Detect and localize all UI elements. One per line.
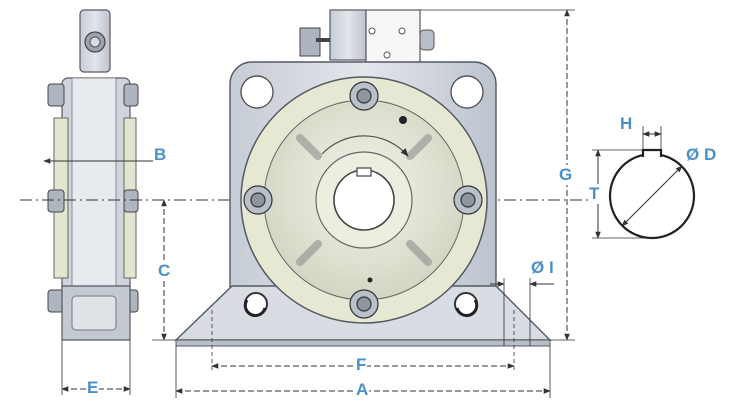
dimension-i (490, 278, 554, 346)
label-b: B (153, 145, 168, 165)
rotation-arrow-icon (321, 135, 409, 157)
front-view (174, 9, 552, 347)
label-f: F (355, 355, 368, 375)
dimension-e (61, 340, 131, 395)
base-slot-right (454, 292, 479, 318)
label-i: Ø I (530, 258, 555, 278)
label-e: E (86, 378, 100, 398)
label-c: C (157, 261, 172, 281)
circlip-icon (243, 299, 267, 318)
base-slot-left (243, 292, 268, 318)
circlip-icon (455, 299, 479, 318)
keyway (356, 167, 372, 177)
label-g: G (558, 165, 574, 185)
side-view (47, 9, 139, 341)
label-h: H (619, 114, 634, 134)
label-a: A (355, 380, 370, 400)
bore (333, 169, 395, 231)
label-d: Ø D (685, 145, 718, 165)
bore-detail (592, 126, 696, 240)
label-t: T (588, 184, 601, 204)
dimension-f (211, 310, 515, 372)
mount-hole (450, 75, 484, 109)
mount-hole (240, 75, 274, 109)
disc-bolts (243, 81, 483, 319)
dimension-a (175, 346, 551, 398)
dimension-c (152, 199, 176, 341)
